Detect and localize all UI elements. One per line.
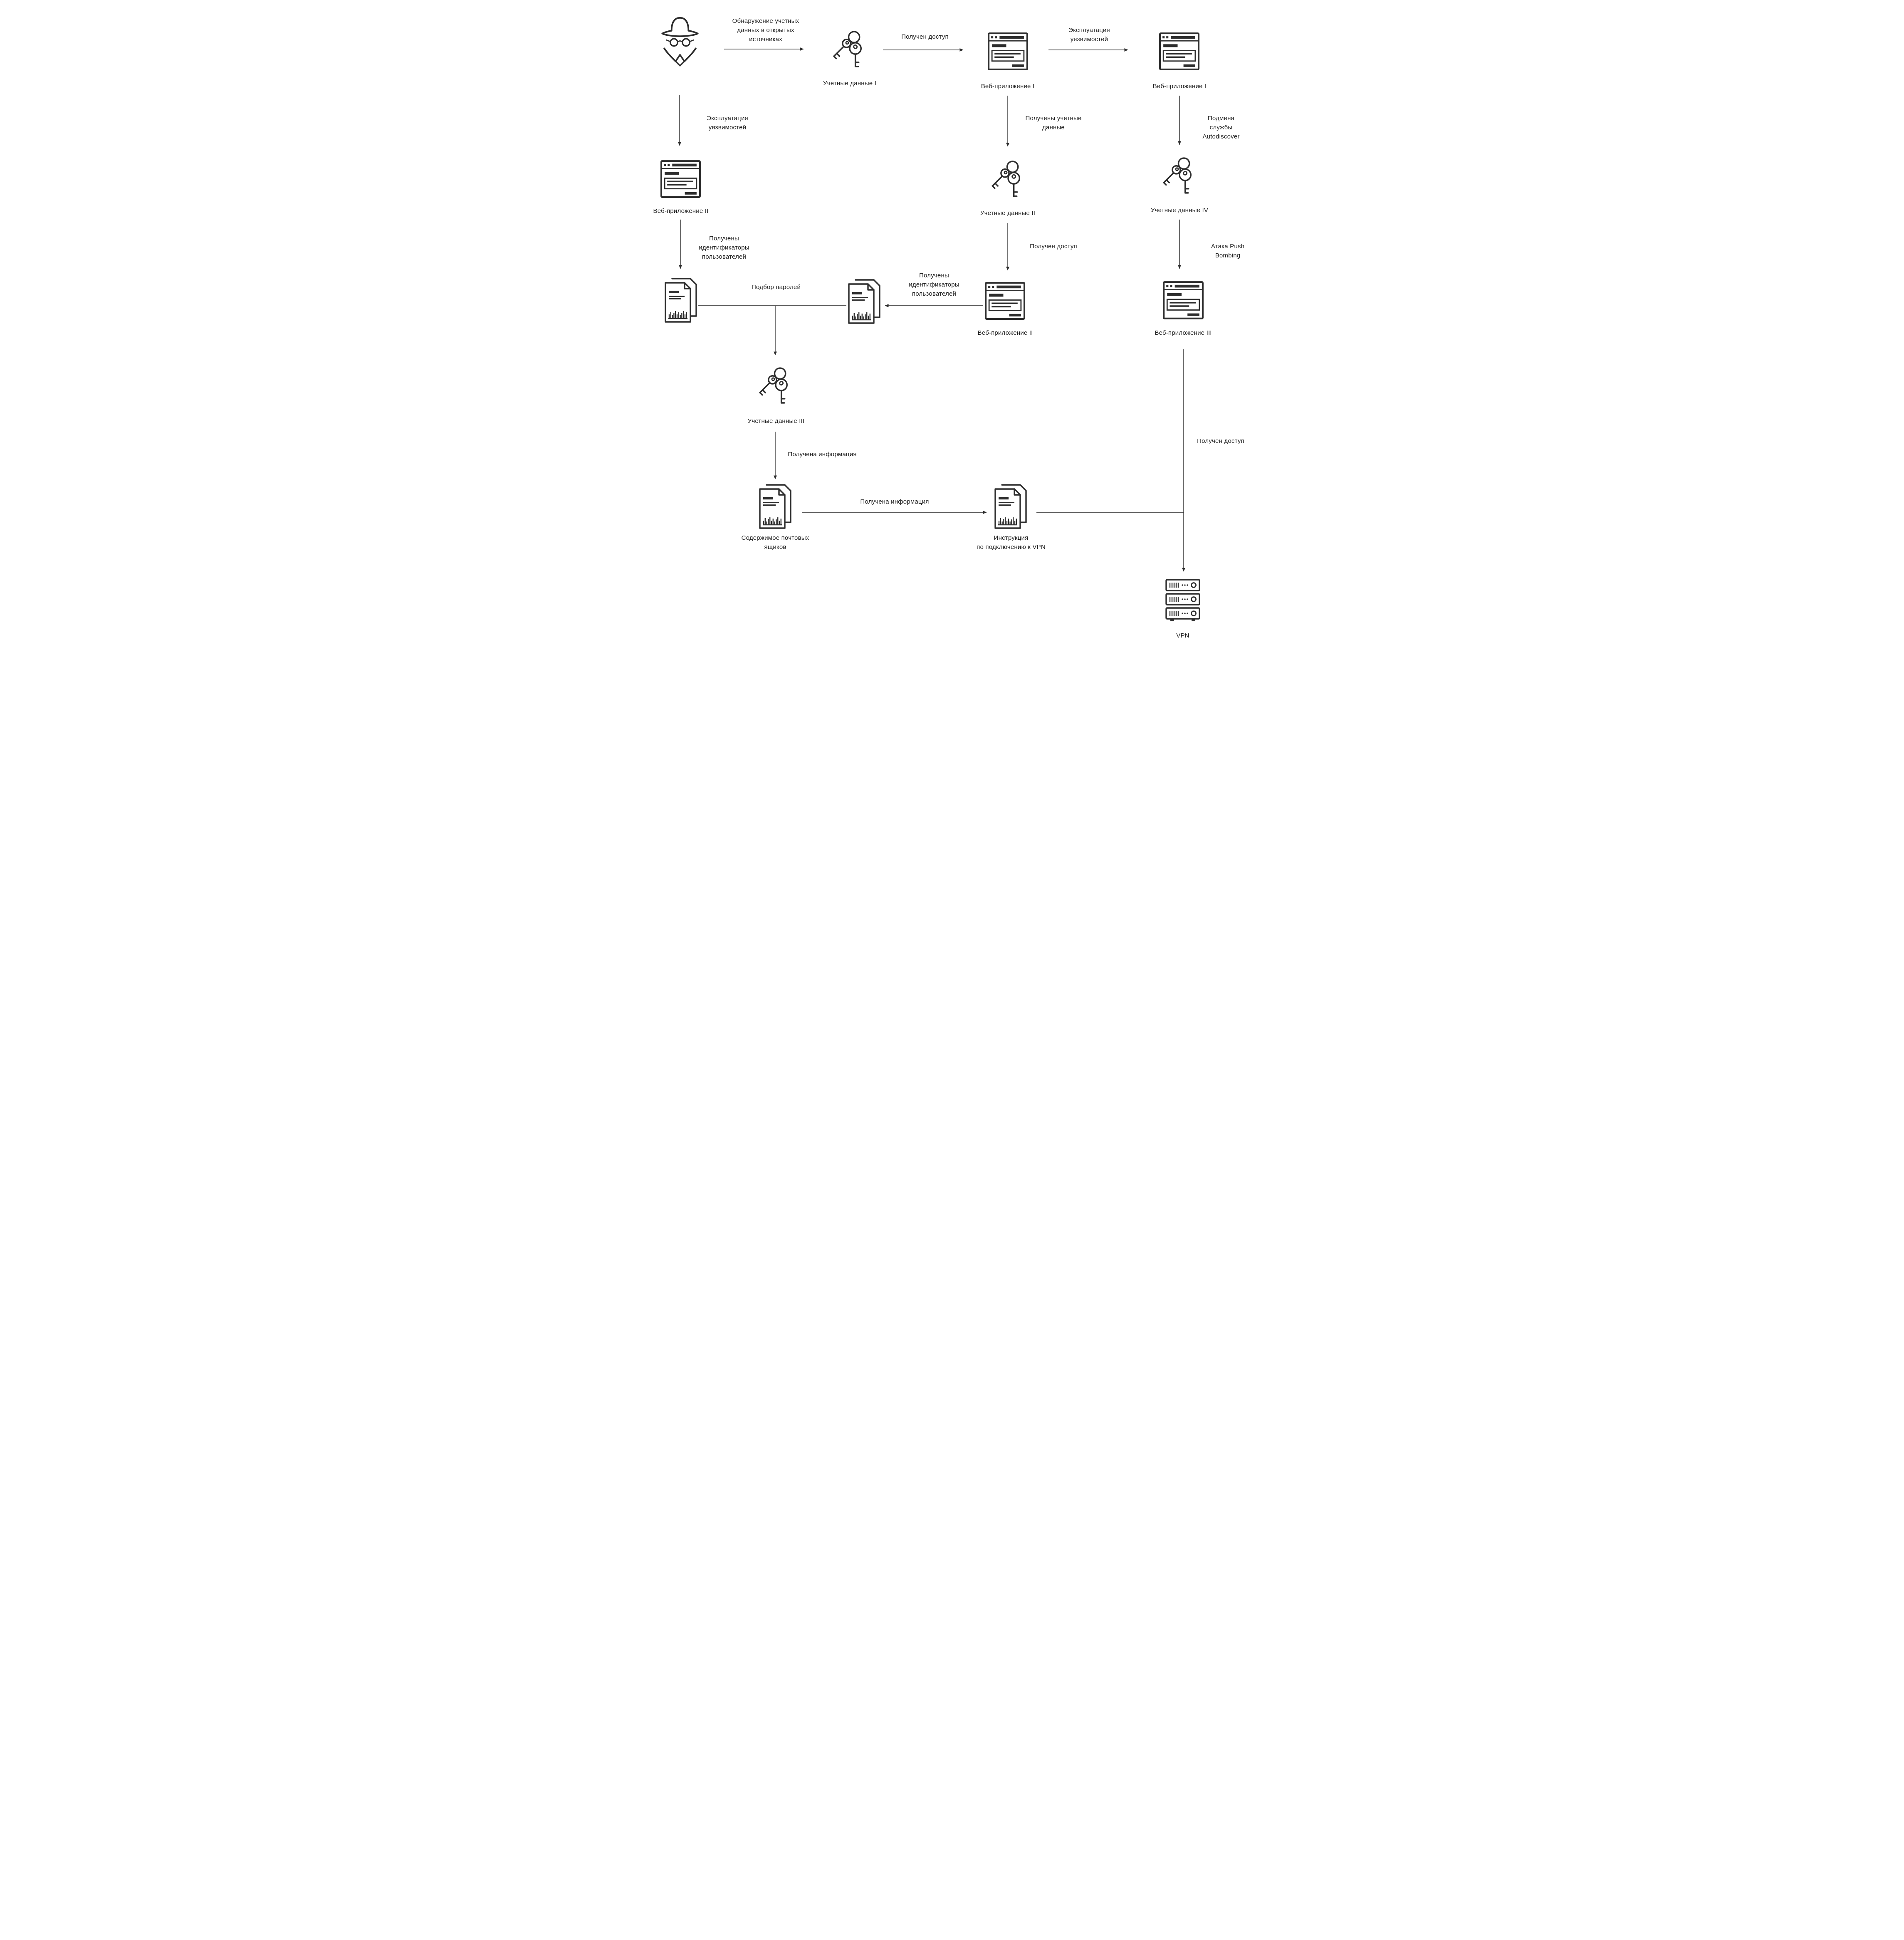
node-label-webapp-3: Веб-приложение III: [1155, 329, 1212, 336]
edge-label-access-2: Получен доступ: [1030, 243, 1077, 250]
document-report-icon: [759, 484, 791, 529]
keys-icon: [1163, 157, 1192, 194]
edge-label-access-1: Получен доступ: [901, 33, 949, 40]
node-label-webapp-1-first: Веб-приложение I: [981, 83, 1035, 90]
edge-label-info-2: Получена информация: [860, 498, 929, 505]
edge-label-got-user-ids-2: Получены идентификаторы пользователей: [909, 272, 959, 297]
node-label-webapp-2-first: Веб-приложение II: [653, 208, 709, 215]
node-label-credentials-3: Учетные данные III: [747, 418, 805, 425]
edge-label-autodiscover: Подмена службы Autodiscover: [1202, 115, 1240, 140]
browser-window-icon: [1157, 29, 1201, 73]
edge-label-exploit-2: Эксплуатация уязвимостей: [707, 115, 748, 131]
document-report-icon: [994, 484, 1027, 529]
edge-label-access-3: Получен доступ: [1197, 437, 1244, 445]
node-label-webapp-1-second: Веб-приложение I: [1152, 83, 1207, 90]
edge-label-info-1: Получена информация: [788, 451, 857, 458]
node-label-credentials-1: Учетные данные I: [823, 80, 876, 87]
browser-window-icon: [983, 279, 1027, 322]
edge-label-password-guessing: Подбор паролей: [751, 284, 801, 291]
edge-label-got-user-ids-1: Получены идентификаторы пользователей: [699, 235, 749, 260]
browser-window-icon: [659, 157, 702, 200]
server-stack-icon: [1165, 579, 1200, 622]
browser-window-icon: [1161, 278, 1205, 322]
document-report-icon: [665, 278, 697, 323]
keys-icon: [833, 31, 862, 67]
node-label-vpn-instructions: Инструкция по подключению к VPN: [977, 534, 1046, 551]
connectors-layer: [678, 47, 1185, 572]
edge-label-osint: Обнаружение учетных данных в открытых ис…: [732, 17, 799, 43]
node-label-mailbox-contents: Содержимое почтовых ящиков: [741, 534, 809, 551]
browser-window-icon: [986, 29, 1030, 73]
spy-icon: [661, 17, 699, 67]
node-label-credentials-2: Учетные данные II: [980, 210, 1036, 217]
keys-icon: [992, 161, 1020, 197]
edge-label-got-credentials: Получены учетные данные: [1025, 115, 1082, 131]
node-label-webapp-2-second: Веб-приложение II: [977, 329, 1033, 336]
attack-flow-diagram: Учетные данные I Веб-приложение I Веб-пр…: [635, 0, 1269, 647]
edge-label-exploit-1: Эксплуатация уязвимостей: [1068, 27, 1110, 43]
document-report-icon: [848, 279, 880, 324]
node-label-credentials-4: Учетные данные IV: [1150, 207, 1209, 214]
edge-label-push-bombing: Атака Push Bombing: [1211, 243, 1245, 259]
node-label-vpn: VPN: [1176, 632, 1189, 639]
keys-icon: [759, 367, 788, 404]
